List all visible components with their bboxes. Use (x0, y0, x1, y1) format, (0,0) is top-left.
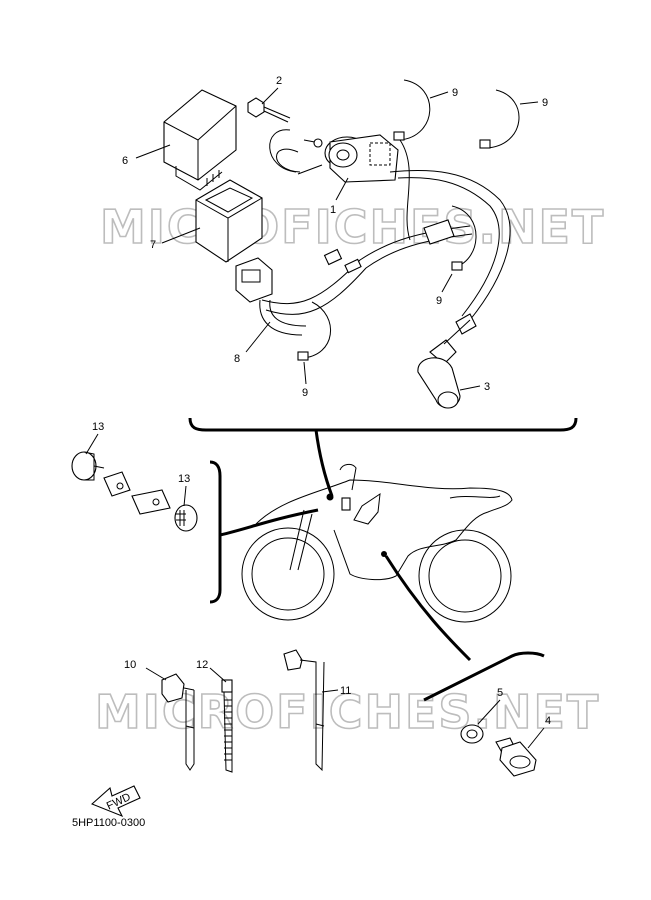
leader-13b (183, 485, 187, 507)
leader-12 (209, 667, 227, 683)
callout-8: 8 (234, 353, 240, 365)
diagram-code: 5HP1100-0300 (72, 817, 145, 829)
callout-11: 11 (340, 685, 351, 697)
band-part-9c (451, 205, 477, 271)
ignition-coil-part (269, 129, 399, 183)
leader-9b (519, 101, 539, 105)
leader-3 (459, 385, 481, 391)
leader-8 (245, 321, 271, 353)
leader-13a (85, 433, 99, 455)
callout-1: 1 (330, 204, 336, 216)
bracket-part-a (103, 471, 131, 497)
bracket-leader-top (314, 429, 334, 497)
leader-11 (321, 689, 339, 693)
band-part-11 (283, 649, 325, 772)
leader-10 (145, 667, 167, 681)
callout-3: 3 (484, 381, 490, 393)
leader-2 (261, 87, 279, 105)
grommet-part-13b (174, 504, 198, 532)
motorcycle-silhouette (241, 463, 513, 623)
band-part-9b (479, 89, 520, 149)
forward-arrow-icon: FWD (90, 785, 141, 818)
callout-9a: 9 (452, 87, 458, 99)
leader-7 (161, 227, 201, 244)
leader-4 (527, 727, 545, 749)
callout-12: 12 (196, 659, 208, 671)
leader-5 (477, 699, 501, 725)
callout-10: 10 (124, 659, 136, 671)
callout-9d: 9 (302, 387, 308, 399)
callout-2: 2 (276, 75, 282, 87)
group-bracket (188, 417, 578, 432)
callout-13b: 13 (178, 473, 190, 485)
leader-9c (441, 273, 453, 293)
holder-part (195, 179, 263, 263)
callout-6: 6 (122, 155, 128, 167)
callout-9b: 9 (542, 97, 548, 109)
callout-5: 5 (497, 687, 503, 699)
leader-9a (429, 91, 449, 99)
callout-9c: 9 (436, 295, 442, 307)
leader-9d (303, 361, 307, 385)
bolt-part-4 (495, 737, 537, 777)
band-part-9a (393, 79, 431, 141)
grommet-part-13a (71, 451, 105, 481)
bracket-part-b (131, 489, 171, 515)
leader-1 (335, 177, 349, 201)
bolt-part-2 (247, 97, 291, 123)
band-part-9d (297, 301, 332, 361)
callout-4: 4 (545, 715, 551, 727)
callout-13a: 13 (92, 421, 104, 433)
bracket-leader-bottom (384, 555, 472, 662)
callout-7: 7 (150, 239, 156, 251)
spark-plug-cap-part (417, 319, 471, 409)
cable-tie-part-12 (221, 679, 233, 773)
watermark-top: MICROFICHES.NET (100, 200, 605, 254)
cdi-unit-part (163, 89, 237, 191)
lower-bracket (423, 651, 545, 702)
cable-tie-part-10 (161, 673, 195, 771)
washer-part-5 (460, 724, 484, 744)
leader-6 (135, 144, 171, 159)
inset-frame (209, 460, 222, 604)
